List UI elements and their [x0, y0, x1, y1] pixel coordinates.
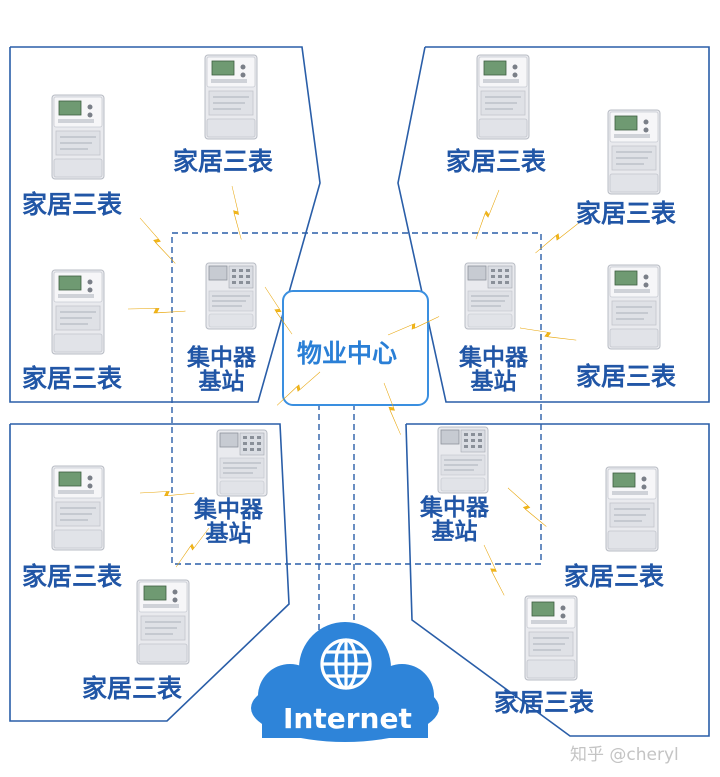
meter-label: 家居三表	[22, 364, 123, 393]
center-label: 物业中心	[297, 339, 398, 368]
concentrator-label-text: 集中器基站	[459, 346, 528, 394]
meter-label: 家居三表	[22, 562, 123, 591]
wireless-bolt-icon	[499, 487, 555, 527]
wireless-bolt-icon	[469, 544, 519, 596]
watermark: 知乎 @cheryl	[570, 745, 679, 765]
dashed-ring	[171, 232, 542, 565]
globe-icon	[320, 638, 372, 690]
meter-label: 家居三表	[82, 674, 183, 703]
meter-icon	[524, 595, 578, 681]
concentrator-label-text: 集中器基站	[194, 498, 263, 546]
meter-icon	[51, 94, 105, 180]
dashed-network	[171, 232, 542, 640]
concentrator-label-text: 集中器基站	[420, 496, 489, 544]
wireless-bolt-icon	[139, 475, 195, 511]
concentrator-icon	[437, 426, 489, 494]
meter-label: 家居三表	[446, 147, 547, 176]
wireless-bolt-icon	[127, 292, 186, 329]
concentrator-label: 集中器基站	[194, 498, 263, 546]
meter-icon	[136, 579, 190, 665]
panel-bottom-left	[9, 423, 290, 722]
label-line: 集中器	[420, 495, 489, 521]
wireless-bolt-icon	[215, 185, 258, 240]
meter-icon	[607, 109, 661, 195]
wireless-bolt-icon	[519, 320, 577, 348]
internet-label: Internet	[283, 702, 412, 735]
internet-cloud	[251, 622, 439, 742]
meter-icon	[605, 466, 659, 552]
meter-label: 家居三表	[576, 199, 677, 228]
meter-icon	[51, 269, 105, 355]
label-line: 基站	[205, 521, 252, 548]
concentrator-icon	[205, 262, 257, 330]
center-box	[282, 290, 429, 406]
panel-bottom-right	[405, 423, 710, 737]
label-line: 基站	[431, 519, 478, 546]
label-line: 集中器	[194, 497, 263, 523]
concentrator-label: 集中器基站	[187, 346, 256, 394]
meter-icon	[51, 465, 105, 551]
label-line: 集中器	[459, 345, 528, 371]
concentrator-label: 集中器基站	[459, 346, 528, 394]
concentrator-label: 集中器基站	[420, 496, 489, 544]
meter-icon	[476, 54, 530, 140]
label-line: 基站	[198, 369, 245, 396]
meter-label: 家居三表	[22, 190, 123, 219]
concentrator-icon	[216, 429, 268, 497]
meter-label: 家居三表	[494, 688, 595, 717]
concentrator-icon	[464, 262, 516, 330]
wireless-bolt-icon	[129, 217, 187, 264]
label-line: 基站	[470, 369, 517, 396]
concentrator-label-text: 集中器基站	[187, 346, 256, 394]
meter-icon	[607, 264, 661, 350]
meter-label: 家居三表	[173, 147, 274, 176]
meter-label: 家居三表	[576, 362, 677, 391]
meter-icon	[204, 54, 258, 140]
panel-top-right	[397, 46, 710, 403]
label-line: 集中器	[187, 345, 256, 371]
wireless-bolt-icon	[535, 211, 581, 265]
meter-label: 家居三表	[564, 562, 665, 591]
